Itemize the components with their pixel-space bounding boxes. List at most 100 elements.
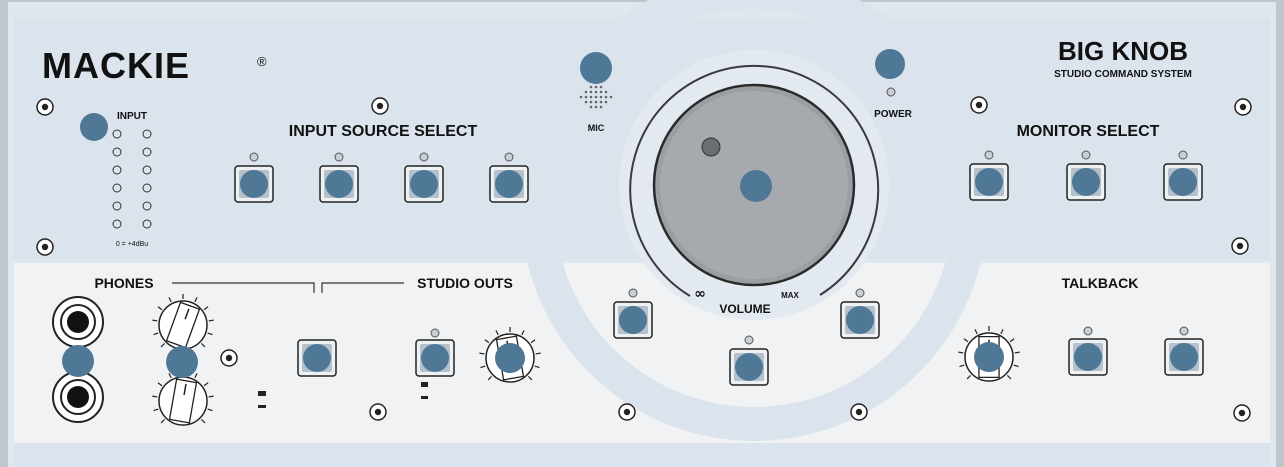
phones-2-knob-tick <box>207 408 213 412</box>
callout-marker <box>975 168 1003 196</box>
phones-jack-hole <box>67 311 89 333</box>
panel-screw-head <box>855 408 863 416</box>
studio-outs-title: STUDIO OUTS <box>417 275 513 291</box>
phones-1-knob-indicator <box>184 308 190 320</box>
talkback-level-knob-tick <box>966 374 972 380</box>
product-subtitle: STUDIO COMMAND SYSTEM <box>1054 69 1192 80</box>
input-source-led <box>504 152 514 162</box>
meter-led-right <box>142 219 152 229</box>
studio-outs-level-knob-tick <box>527 375 533 381</box>
phones-2-knob-tick <box>153 408 159 412</box>
phones-2-knob-tick <box>194 373 198 379</box>
callout-marker <box>580 52 612 84</box>
panel-screw-head <box>376 102 384 110</box>
phones-2-knob[interactable] <box>152 370 214 426</box>
volume-label: VOLUME <box>719 302 770 316</box>
phones-1-knob-tick <box>153 332 159 336</box>
callout-marker <box>740 170 772 202</box>
panel-screw-head <box>41 243 49 251</box>
meter-led-left <box>112 219 122 229</box>
phones-1-knob-tick <box>207 332 213 336</box>
mic-hole <box>584 95 588 99</box>
mic-hole <box>599 90 603 94</box>
phones-1-knob-tick <box>152 319 158 322</box>
studio-outs-led <box>430 328 440 338</box>
phones-bracket <box>172 282 315 293</box>
studio-outs-level-knob-tick <box>521 330 525 336</box>
panel-screw-head <box>1236 242 1244 250</box>
callout-marker <box>1072 168 1100 196</box>
panel-screw-head <box>374 408 382 416</box>
mic-hole <box>599 105 603 109</box>
talkback-level-knob-tick <box>959 364 965 368</box>
center-button-led <box>855 288 865 298</box>
callout-marker <box>495 343 525 373</box>
volume-max-label: MAX <box>781 291 799 300</box>
phones-jack-hole <box>67 386 89 408</box>
volume-knob-pointer <box>701 137 721 157</box>
panel-screw-head <box>1239 103 1247 111</box>
phones-2-knob-tick <box>200 418 206 424</box>
mic-hole <box>589 100 593 104</box>
callout-marker <box>1169 168 1197 196</box>
phones-2-knob-tick <box>152 395 158 398</box>
mic-hole <box>589 90 593 94</box>
studio-outs-level-knob-tick <box>530 339 536 344</box>
monitor-select-title: MONITOR SELECT <box>1017 123 1160 140</box>
power-led <box>886 87 896 97</box>
mic-hole <box>594 100 598 104</box>
studio-outs-level-knob-tick <box>480 365 486 369</box>
phones-1-knob[interactable] <box>152 294 214 350</box>
meter-led-left <box>112 147 122 157</box>
switch-off-icon <box>421 382 428 387</box>
input-source-led <box>334 152 344 162</box>
meter-led-right <box>142 129 152 139</box>
mackie-logo: MACKIE <box>42 45 190 86</box>
phones-2-knob-tick <box>160 418 166 424</box>
callout-marker <box>62 345 94 377</box>
callout-marker <box>166 346 198 378</box>
meter-led-right <box>142 147 152 157</box>
talkback-level-knob-tick <box>1014 351 1020 354</box>
mic-hole <box>594 85 598 89</box>
mic-hole <box>594 95 598 99</box>
input-source-select-title: INPUT SOURCE SELECT <box>289 123 478 140</box>
meter-led-left <box>112 201 122 211</box>
phones-2-knob-indicator <box>183 383 187 396</box>
input-meter <box>112 129 152 229</box>
mic-hole <box>589 85 593 89</box>
mic-hole <box>609 95 613 99</box>
panel-screw-head <box>41 103 49 111</box>
talkback-phones-led <box>1179 326 1189 336</box>
phones-2-knob-grip <box>168 378 198 424</box>
mic-hole <box>599 100 603 104</box>
mic-hole <box>589 105 593 109</box>
callout-marker <box>846 306 874 334</box>
bottom-strip <box>14 443 1270 467</box>
input-source-led <box>419 152 429 162</box>
talkback-level-knob-tick <box>963 338 969 343</box>
studio-outs-level-knob-tick <box>484 339 490 344</box>
talkback-level-knob-tick <box>1009 338 1015 343</box>
talkback-level-knob-tick <box>1006 374 1012 380</box>
studio-outs-level-knob-tick <box>495 330 499 336</box>
meter-led-left <box>112 129 122 139</box>
panel-screw-head <box>975 101 983 109</box>
monitor-select-led <box>1178 150 1188 160</box>
panel-screws <box>36 96 1252 422</box>
phones-area <box>52 294 214 426</box>
meter-led-left <box>112 165 122 175</box>
callout-marker <box>410 170 438 198</box>
studio-outs-level-knob-tick <box>487 375 493 381</box>
mic-hole <box>584 90 588 94</box>
studio-outs-bracket <box>321 282 404 293</box>
talkback-level-knob-tick <box>1000 329 1004 335</box>
phones-1-knob-tick <box>168 297 172 303</box>
panel-screw-head <box>623 408 631 416</box>
phones-2-knob-tick <box>168 373 172 379</box>
mic-hole <box>584 100 588 104</box>
callout-marker <box>1170 343 1198 371</box>
panel-screw-head <box>225 354 233 362</box>
phones-title: PHONES <box>94 275 153 291</box>
